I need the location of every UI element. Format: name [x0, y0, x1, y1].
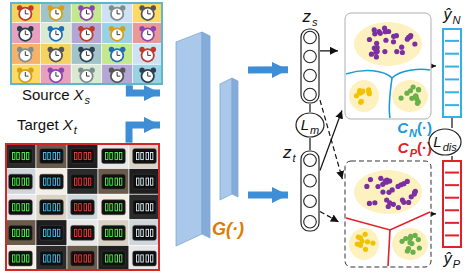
classifier-box: CP(·)	[344, 160, 432, 268]
source-image: SourceXs	[10, 2, 163, 85]
loss-ellipse-art	[295, 112, 325, 138]
prediction-vector-art	[442, 160, 462, 248]
feature-vector: zt	[300, 150, 320, 232]
node-label: CP(·)	[398, 140, 432, 156]
node-label: TargetXt	[17, 117, 77, 133]
subscript-text: N	[409, 127, 417, 139]
source-image-art	[10, 2, 163, 85]
connector-line	[432, 213, 436, 214]
classifier-box-art	[344, 12, 432, 120]
label-text: (·)	[417, 119, 432, 136]
node-label: G(·)	[212, 220, 244, 238]
feature-extractor: G(·)	[172, 28, 248, 255]
subscript-text: P	[453, 258, 460, 270]
node-label: ŷP	[444, 251, 460, 267]
connector-line	[451, 118, 452, 128]
node-label: CN(·)	[397, 120, 432, 136]
loss-ellipse: Ldis	[428, 128, 462, 156]
feature-vector-art	[300, 150, 320, 232]
node-label: Lm	[301, 117, 320, 133]
node-label: Ldis	[433, 134, 456, 150]
target-image-art	[5, 143, 160, 271]
prediction-vector: ŷN	[442, 28, 462, 118]
feature-vector-art	[300, 28, 320, 104]
dashed-arrow	[320, 100, 342, 179]
flow-arrow	[248, 66, 288, 73]
prediction-vector: ŷP	[442, 160, 462, 248]
subscript-text: s	[85, 94, 91, 106]
subscript-text: P	[410, 147, 417, 159]
subscript-text: dis	[443, 141, 457, 153]
label-text: ŷ	[444, 250, 452, 267]
subscript-text: s	[312, 16, 318, 28]
label-text: z	[303, 7, 312, 26]
label-text: Source	[22, 86, 70, 103]
node-label: zt	[283, 144, 296, 161]
connector-line	[432, 65, 436, 66]
subscript-text: m	[310, 124, 319, 136]
flow-arrow	[248, 192, 288, 199]
label-text: X	[63, 116, 73, 133]
connector-line	[309, 104, 310, 112]
node-label: SourceXs	[22, 87, 90, 103]
prediction-vector-art	[442, 28, 462, 118]
label-text: X	[74, 86, 84, 103]
connector-line	[320, 111, 342, 171]
label-text: G(·)	[212, 219, 244, 239]
node-label: ŷN	[444, 7, 461, 23]
label-text: L	[301, 116, 309, 133]
label-text: L	[433, 133, 441, 150]
dashed-arrow	[320, 212, 339, 222]
label-text: C	[398, 139, 409, 156]
connector-line	[451, 156, 452, 160]
classifier-box-art	[344, 160, 432, 268]
node-label: zs	[303, 8, 318, 25]
subscript-text: t	[74, 124, 77, 136]
connector-line	[320, 50, 338, 51]
label-text: C	[397, 119, 408, 136]
label-text: ŷ	[444, 6, 452, 23]
loss-ellipse: Lm	[295, 112, 325, 138]
feature-vector: zs	[300, 28, 320, 104]
subscript-text: N	[453, 14, 461, 26]
label-text: z	[283, 143, 292, 162]
flow-arrow	[129, 125, 160, 143]
connector-line	[309, 138, 310, 150]
label-text: Target	[17, 116, 59, 133]
target-image: TargetXt	[5, 143, 160, 271]
subscript-text: t	[293, 152, 296, 164]
flow-arrow	[129, 85, 160, 93]
classifier-box: CN(·)	[344, 12, 432, 120]
